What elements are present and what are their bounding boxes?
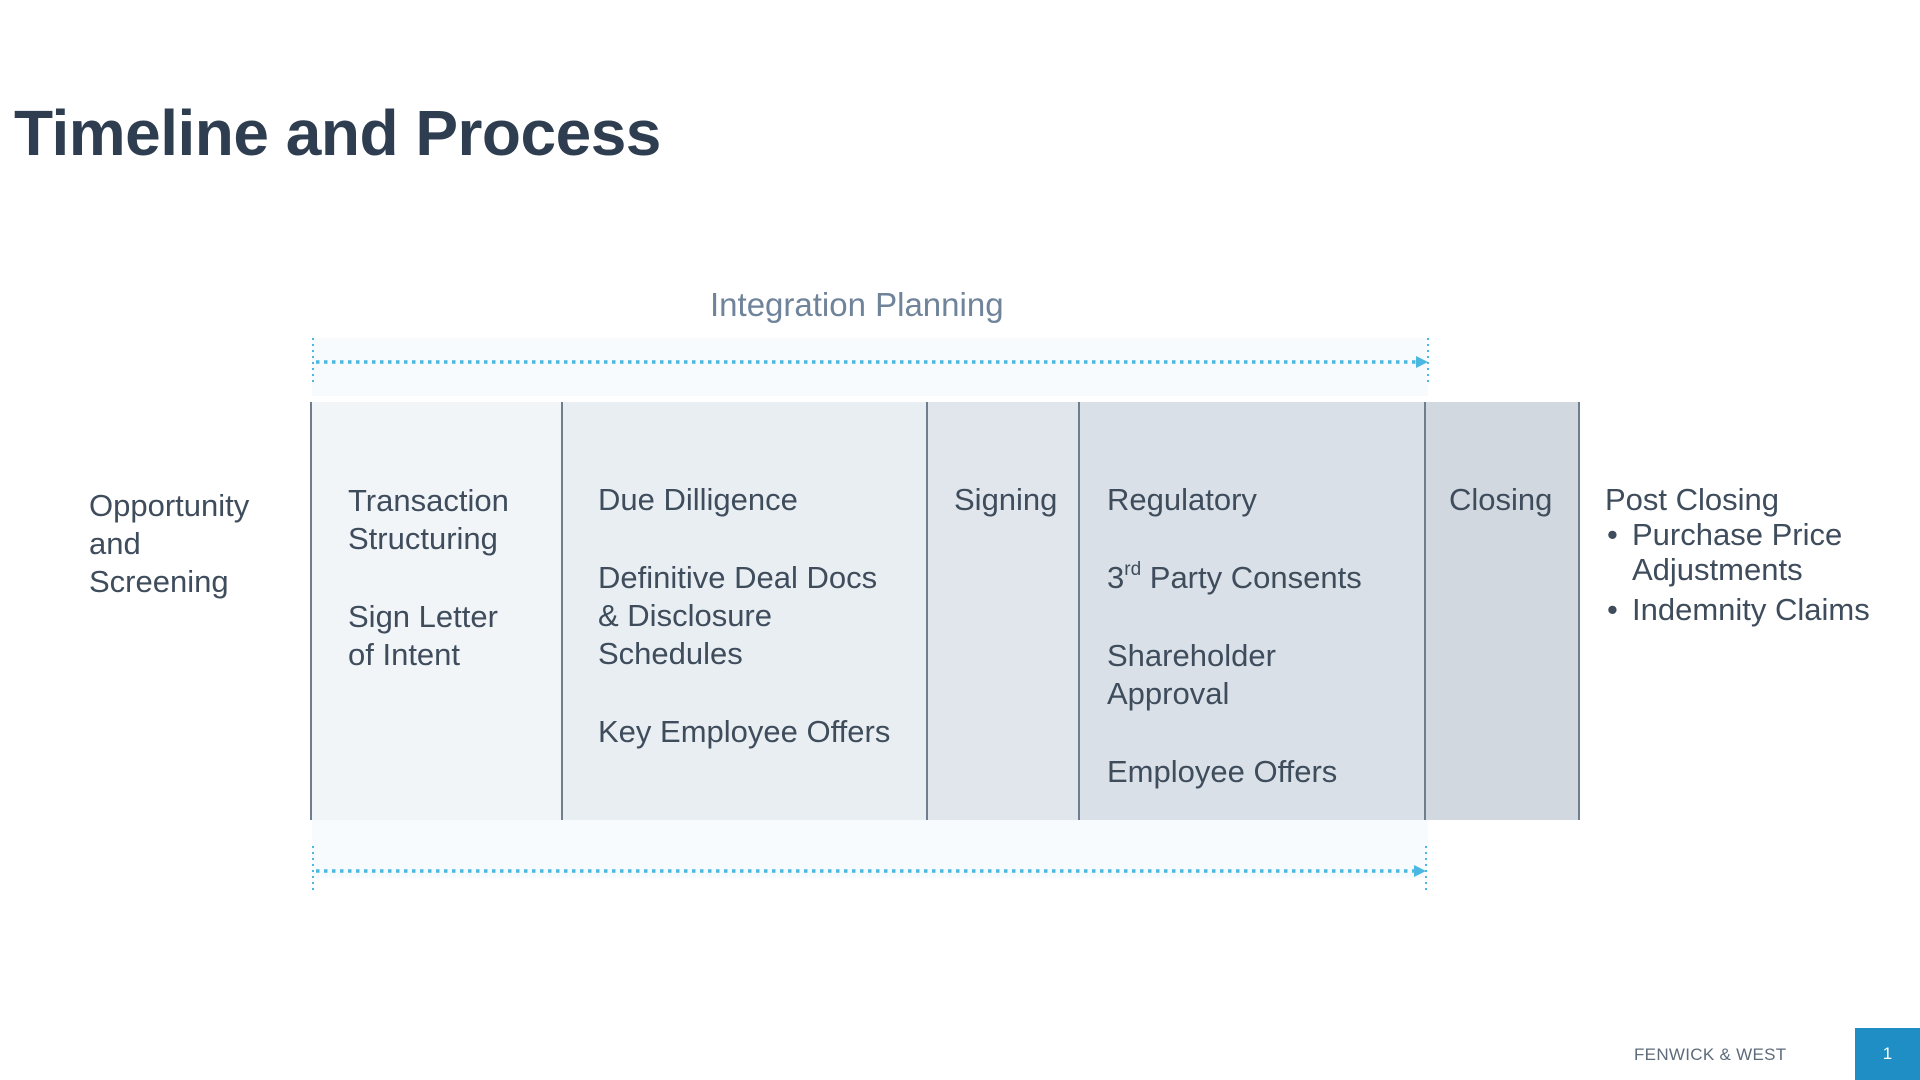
page-number-badge: 1 (1855, 1028, 1920, 1080)
stage-opportunity-line: and (89, 526, 141, 561)
stage-post-closing: Post Closing Purchase Price Adjustments … (1605, 482, 1870, 627)
integration-planning-label: Integration Planning (710, 286, 1004, 323)
deal-docs-line: Schedules (598, 636, 743, 671)
divider-line (310, 402, 312, 820)
stage-closing: Closing (1449, 482, 1553, 517)
bullet-text: Purchase Price (1632, 517, 1843, 552)
divider-line (926, 402, 928, 820)
stage-opportunity-line: Screening (89, 564, 229, 599)
slide-title: Timeline and Process (14, 97, 661, 169)
top-dotted-arrow (312, 338, 1429, 382)
panel-diligence (562, 402, 928, 820)
transaction-structuring-line: Transaction (348, 483, 509, 518)
transaction-structuring-line: Structuring (348, 521, 498, 556)
deal-docs-line: & Disclosure (598, 598, 772, 633)
stage-transaction: Transaction Structuring Sign Letter of I… (348, 482, 509, 674)
consents-line: 3rd Party Consents (1107, 559, 1362, 597)
bottom-arrow-band (312, 820, 1428, 878)
post-closing-heading: Post Closing (1605, 482, 1780, 517)
panel-regulatory (1079, 402, 1425, 820)
footer-brand: FENWICK & WEST (1634, 1045, 1787, 1064)
sign-letter-line: of Intent (348, 637, 461, 672)
panel-signing (928, 402, 1079, 820)
deal-docs-line: Definitive Deal Docs (598, 560, 878, 595)
stage-signing: Signing (954, 482, 1058, 517)
post-closing-bullet: Purchase Price Adjustments (1605, 517, 1870, 587)
page-number: 1 (1882, 1044, 1893, 1063)
post-closing-bullet: Indemnity Claims (1605, 592, 1870, 627)
stage-diligence: Due Dilligence Definitive Deal Docs & Di… (598, 481, 890, 751)
key-employee-offers-line: Key Employee Offers (598, 714, 891, 749)
top-arrow-band (312, 338, 1428, 396)
regulatory-line: Regulatory (1107, 482, 1257, 517)
consents-ordinal: rd (1124, 559, 1142, 580)
shareholder-approval-line: Approval (1107, 676, 1230, 711)
panel-closing (1425, 402, 1580, 820)
stage-opportunity: Opportunity and Screening (89, 487, 249, 601)
divider-line (561, 402, 563, 820)
panel-transaction (312, 402, 562, 820)
stage-regulatory: Regulatory 3rd Party Consents Shareholde… (1107, 481, 1362, 791)
bullet-text: Indemnity Claims (1632, 592, 1870, 627)
bullet-text: Adjustments (1632, 552, 1803, 587)
consents-text: Party Consents (1141, 560, 1362, 595)
divider-line (1578, 402, 1580, 820)
divider-line (1078, 402, 1080, 820)
post-closing-list: Purchase Price Adjustments Indemnity Cla… (1605, 517, 1870, 627)
shareholder-approval-line: Shareholder (1107, 638, 1276, 673)
consents-number: 3 (1107, 560, 1125, 595)
sign-letter-line: Sign Letter (348, 599, 498, 634)
employee-offers-line: Employee Offers (1107, 754, 1338, 789)
divider-line (1424, 402, 1426, 820)
due-diligence-line: Due Dilligence (598, 482, 798, 517)
bottom-dotted-arrow (312, 846, 1427, 890)
stage-opportunity-line: Opportunity (89, 488, 250, 523)
